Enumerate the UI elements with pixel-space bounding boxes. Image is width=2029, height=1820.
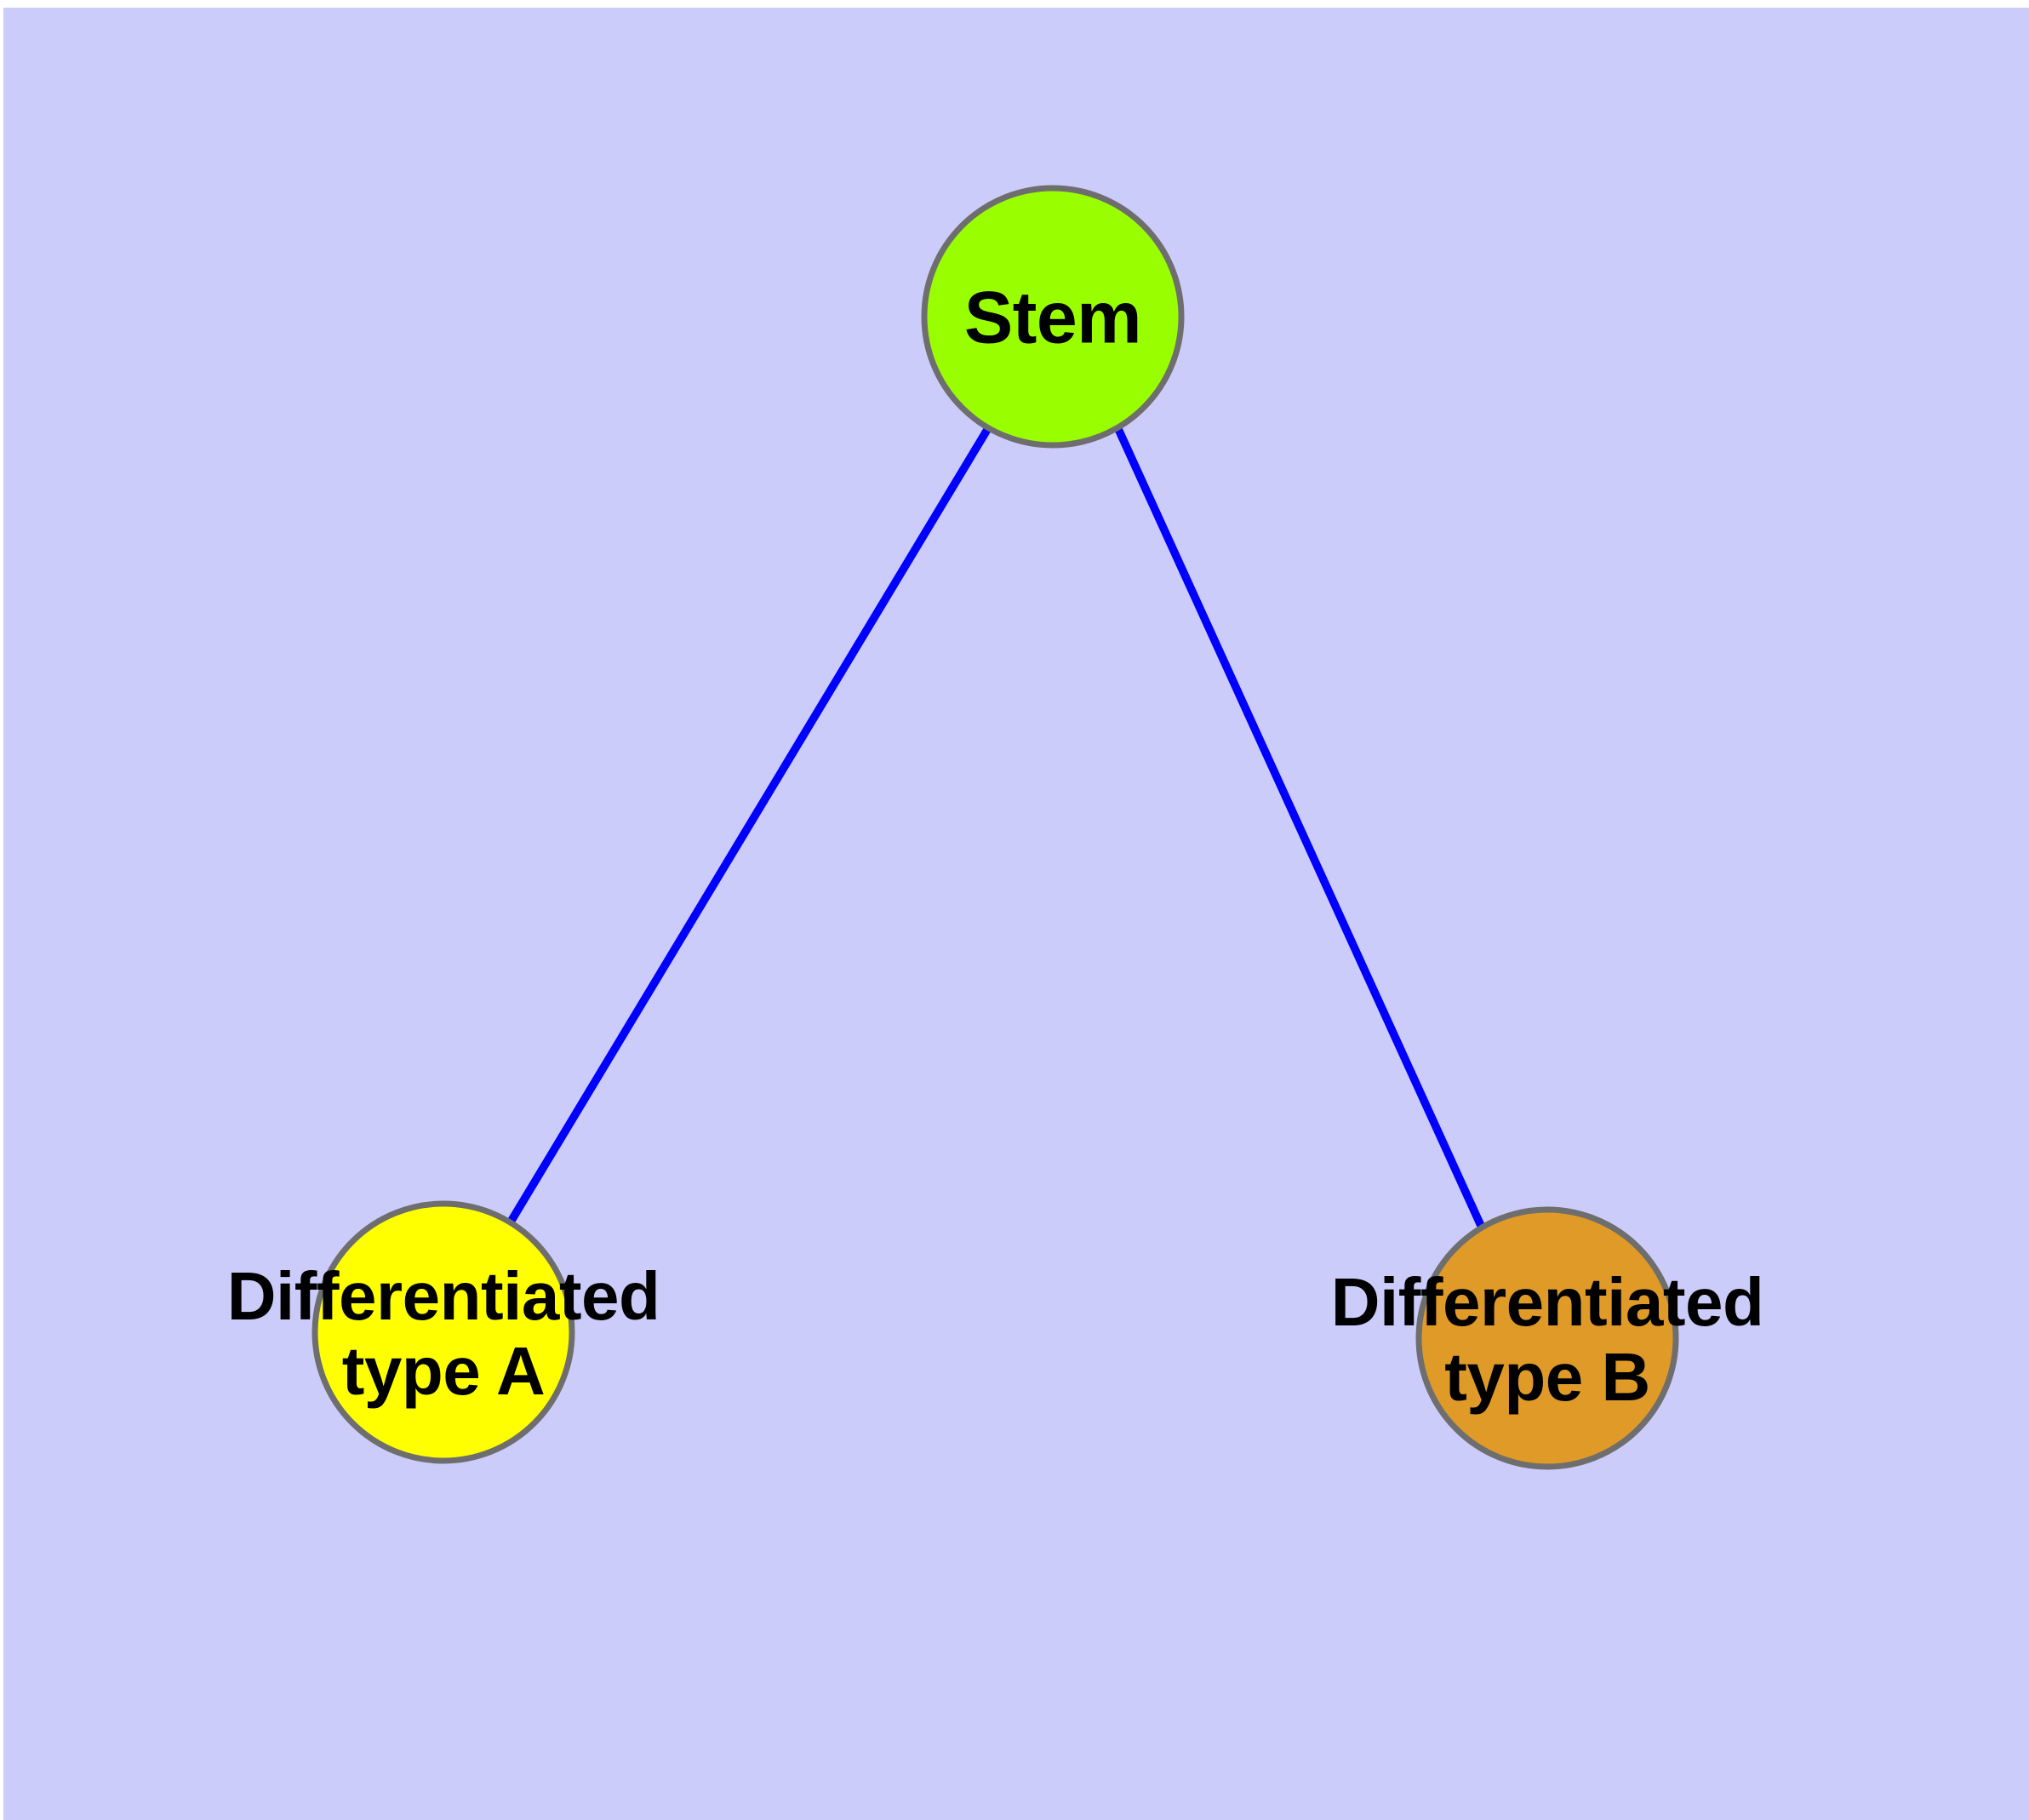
edge-stem-to-diff-a xyxy=(506,426,992,1226)
node-circle-diff-a[interactable] xyxy=(311,1200,575,1464)
edge-layer xyxy=(506,426,1486,1229)
node-layer xyxy=(311,185,1679,1470)
node-circle-stem[interactable] xyxy=(921,185,1185,449)
node-circle-diff-b[interactable] xyxy=(1415,1206,1679,1470)
edge-stem-to-diff-b xyxy=(1114,427,1486,1229)
